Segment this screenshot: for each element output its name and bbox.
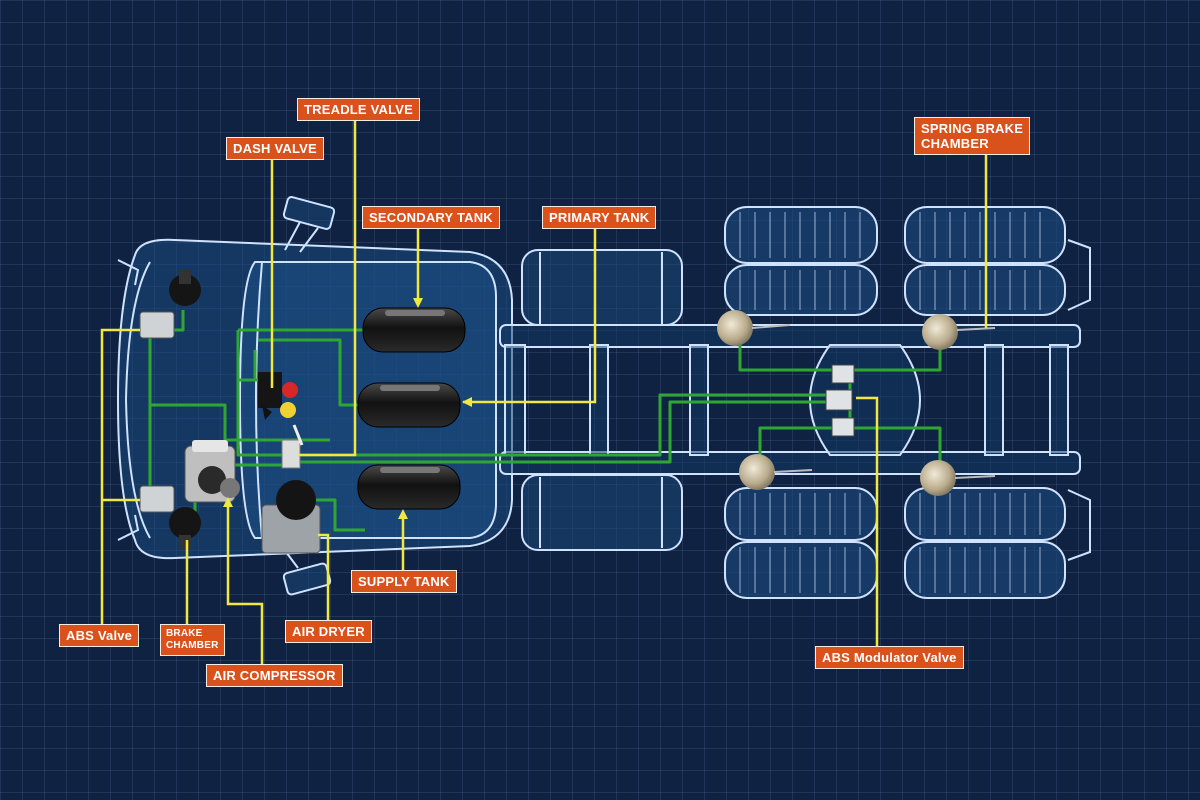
abs-valve-label: ABS Valve (59, 624, 140, 647)
abs-valve-bottom (139, 485, 175, 513)
air-dryer (261, 480, 321, 554)
spring-brake-chamber-rear-left (922, 314, 996, 350)
leader-lines (100, 118, 988, 664)
primary-tank-label: PRIMARY TANK (542, 206, 657, 229)
tire-treads (739, 212, 1041, 593)
air-dryer-label: AIR DRYER (285, 620, 372, 643)
front-bumper-corners (117, 259, 140, 541)
fuel-tank-top (521, 249, 683, 326)
supply-tank (357, 464, 461, 510)
air-compressor (184, 440, 240, 503)
spring-brake-chamber-label: SPRING BRAKE CHAMBER (914, 117, 1031, 155)
treadle-valve-label: TREADLE VALVE (297, 98, 421, 121)
dash-valve-label: DASH VALVE (226, 137, 324, 160)
spring-brake-chamber-rear-right (920, 460, 996, 496)
dash-valve (258, 372, 298, 420)
air-compressor-label: AIR COMPRESSOR (206, 664, 343, 687)
abs-modulator-valve (825, 364, 855, 437)
rear-fenders (1067, 239, 1091, 561)
front-brake-chamber-top (169, 270, 201, 306)
abs-valve-top (139, 311, 175, 339)
abs-modulator-valve-label: ABS Modulator Valve (815, 646, 964, 669)
brake-chamber-label: BRAKE CHAMBER (160, 624, 225, 656)
mirror-bottom (282, 547, 332, 596)
primary-tank (357, 382, 461, 428)
fuel-tank-bottom (521, 474, 683, 551)
chassis-frame (499, 324, 1081, 475)
secondary-tank (362, 307, 466, 353)
supply-tank-label: SUPPLY TANK (351, 570, 457, 593)
mirror-top (282, 196, 336, 253)
secondary-tank-label: SECONDARY TANK (362, 206, 500, 229)
spring-brake-chamber-front-right (739, 454, 813, 490)
leader-arrowheads (223, 298, 472, 519)
spring-brake-chamber-front-left (717, 310, 791, 346)
